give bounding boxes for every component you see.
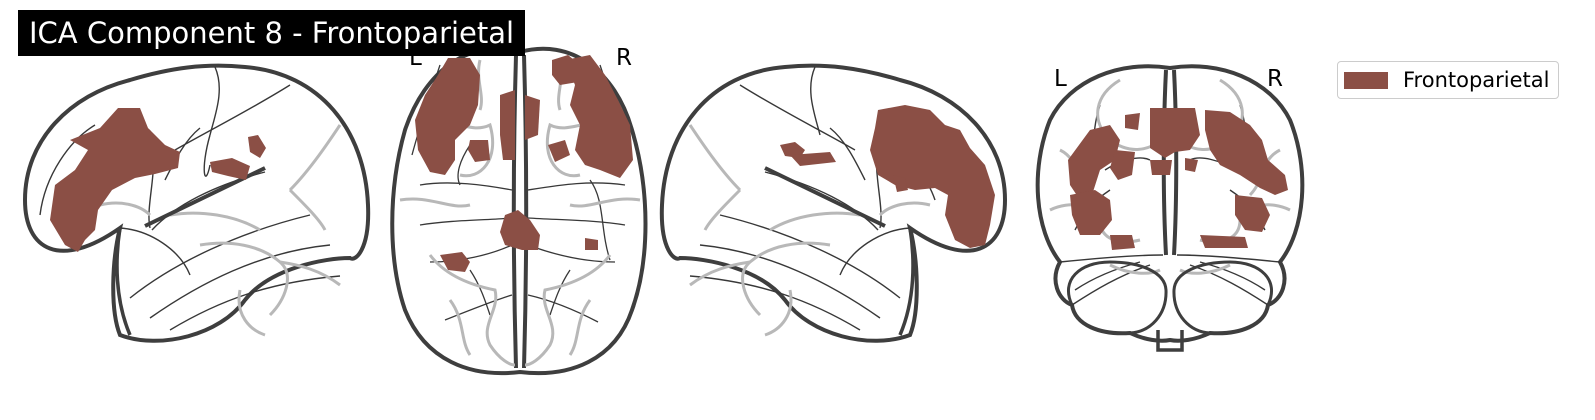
right-sagittal-temporal-lobe-line (898, 227, 915, 336)
coronal-midline-right (1172, 69, 1179, 256)
right-sagittal-ghost-contours (688, 124, 931, 337)
right-sagittal-outline (659, 63, 1008, 343)
right-sagittal-view (659, 63, 1008, 343)
left-sagittal-sulci (39, 66, 341, 331)
axial-activation (415, 55, 633, 272)
left-sagittal-outline (22, 63, 371, 343)
left-sagittal-activation (50, 108, 266, 252)
coronal-outline (1035, 64, 1305, 343)
axial-left-label: L (409, 45, 422, 71)
left-sagittal-lateral-sulcus (144, 166, 266, 228)
legend-swatch (1344, 71, 1388, 89)
legend: Frontoparietal (1337, 61, 1559, 99)
right-sagittal-lateral-sulcus (764, 166, 886, 228)
left-sagittal-view (22, 63, 371, 343)
axial-view (390, 46, 648, 376)
coronal-right-label: R (1267, 66, 1283, 92)
figure-title: ICA Component 8 - Frontoparietal (18, 10, 526, 56)
coronal-activation (1068, 108, 1288, 250)
coronal-cerebellum (1066, 260, 1274, 335)
axial-ghost-contours (399, 59, 641, 367)
right-sagittal-sulci (689, 66, 991, 331)
right-sagittal-activation (780, 105, 995, 248)
left-sagittal-ghost-contours (99, 124, 342, 337)
axial-outline (390, 46, 648, 376)
left-sagittal-temporal-lobe-line (115, 227, 132, 336)
legend-label: Frontoparietal (1403, 68, 1550, 92)
axial-right-label: R (616, 45, 632, 71)
coronal-left-label: L (1054, 66, 1067, 92)
coronal-brainstem (1156, 330, 1184, 352)
coronal-view (1035, 64, 1305, 352)
